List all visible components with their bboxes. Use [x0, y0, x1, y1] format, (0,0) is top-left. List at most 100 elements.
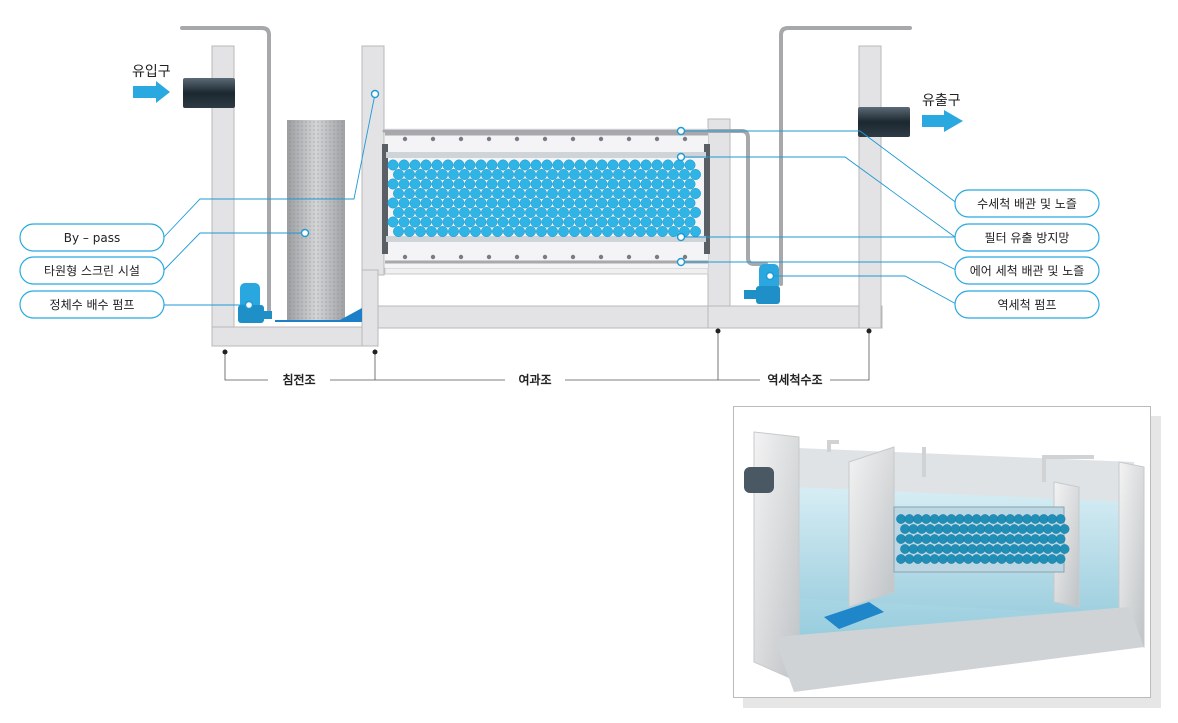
filter-ball: [657, 226, 668, 237]
filter-ball: [596, 197, 608, 209]
render-ball: [971, 514, 982, 524]
filter-ball: [481, 188, 492, 199]
render-ball: [1026, 524, 1036, 534]
filter-ball: [475, 159, 487, 171]
callout-bypass-label: By – pass: [64, 231, 120, 245]
filter-ball: [409, 197, 421, 209]
render-ball: [1017, 544, 1028, 554]
render-ball: [912, 554, 923, 564]
filter-ball: [547, 188, 558, 199]
filter-ball: [420, 159, 432, 171]
filter-ball: [530, 197, 542, 209]
air-nozzle: [402, 254, 408, 260]
section-label-sedimentation: 침전조: [282, 372, 315, 387]
render-ball: [975, 524, 986, 534]
render-ball: [988, 534, 999, 544]
filter-ball: [420, 197, 432, 209]
filter-ball: [404, 169, 415, 180]
water-nozzle: [486, 136, 492, 142]
filter-ball: [624, 188, 635, 199]
render-ball: [925, 544, 935, 554]
air-nozzle: [682, 254, 688, 260]
render-ball: [984, 544, 994, 554]
filter-ball: [519, 197, 531, 209]
filter-ball: [387, 197, 399, 209]
filter-ball: [541, 197, 553, 209]
filter-ball: [448, 169, 459, 180]
filter-ball: [459, 207, 470, 218]
filter-ball: [662, 216, 674, 228]
filter-ball: [574, 197, 586, 209]
filter-ball: [486, 159, 498, 171]
filter-ball: [602, 226, 613, 237]
render-ball: [980, 554, 990, 564]
filter-ball: [442, 178, 454, 190]
render-ball: [942, 524, 952, 534]
filter-ball: [679, 207, 690, 218]
filter-ball: [387, 216, 399, 228]
filter-ball: [387, 178, 399, 190]
render-ball: [1051, 524, 1062, 534]
air-nozzle: [654, 254, 660, 260]
filter-ball: [552, 216, 564, 228]
render-ball: [1022, 534, 1032, 544]
render-ball: [896, 514, 906, 524]
render-ball: [954, 554, 965, 564]
filter-ball: [470, 169, 481, 180]
filter-ball: [563, 159, 575, 171]
filter-ball: [651, 216, 663, 228]
render-ball: [1030, 514, 1041, 524]
filter-ball: [497, 178, 509, 190]
filter-ball: [437, 188, 448, 199]
render-ball: [1051, 544, 1062, 554]
inlet-label: 유입구: [132, 64, 171, 80]
render-ball: [1047, 514, 1058, 524]
filter-ball: [508, 178, 520, 190]
filter-ball: [563, 197, 575, 209]
filter-ball: [393, 169, 404, 180]
filter-ball: [690, 188, 701, 199]
render-ball: [1009, 524, 1020, 534]
filter-ball: [541, 159, 553, 171]
render-ball: [938, 514, 948, 524]
filter-ball: [481, 207, 492, 218]
filter-ball: [668, 226, 679, 237]
filter-vessel: [382, 128, 710, 268]
filter-ball: [415, 226, 426, 237]
filter-ball: [591, 169, 602, 180]
render-ball: [967, 544, 977, 554]
filter-ball: [679, 169, 690, 180]
filter-ball: [431, 178, 443, 190]
filter-ball: [613, 169, 624, 180]
filter-ball: [613, 188, 624, 199]
filter-ball: [442, 197, 454, 209]
filter-ball: [486, 178, 498, 190]
filter-ball: [398, 197, 410, 209]
filter-ball: [415, 188, 426, 199]
render-ball: [1005, 534, 1016, 544]
render-ball: [1022, 554, 1032, 564]
render-ball: [988, 554, 999, 564]
filter-ball: [629, 178, 641, 190]
filter-ball: [673, 178, 685, 190]
filter-ball: [684, 178, 696, 190]
filter-ball: [673, 216, 685, 228]
section-dimension-line: [224, 331, 870, 381]
filter-ball: [591, 226, 602, 237]
render-ball: [950, 544, 961, 554]
render-ball: [954, 534, 965, 544]
render-ball: [975, 544, 986, 554]
filter-ball: [684, 197, 696, 209]
filter-ball: [640, 216, 652, 228]
filter-ball: [508, 197, 520, 209]
filter-ball: [541, 216, 553, 228]
callout-drain-pump-label: 정체수 배수 펌프: [50, 298, 135, 312]
filter-ball: [464, 178, 476, 190]
filter-ball: [580, 207, 591, 218]
filter-ball: [651, 159, 663, 171]
filter-ball: [475, 178, 487, 190]
render-ball: [912, 514, 923, 524]
render-ball: [980, 514, 990, 524]
filter-ball: [486, 197, 498, 209]
filter-ball: [596, 216, 608, 228]
